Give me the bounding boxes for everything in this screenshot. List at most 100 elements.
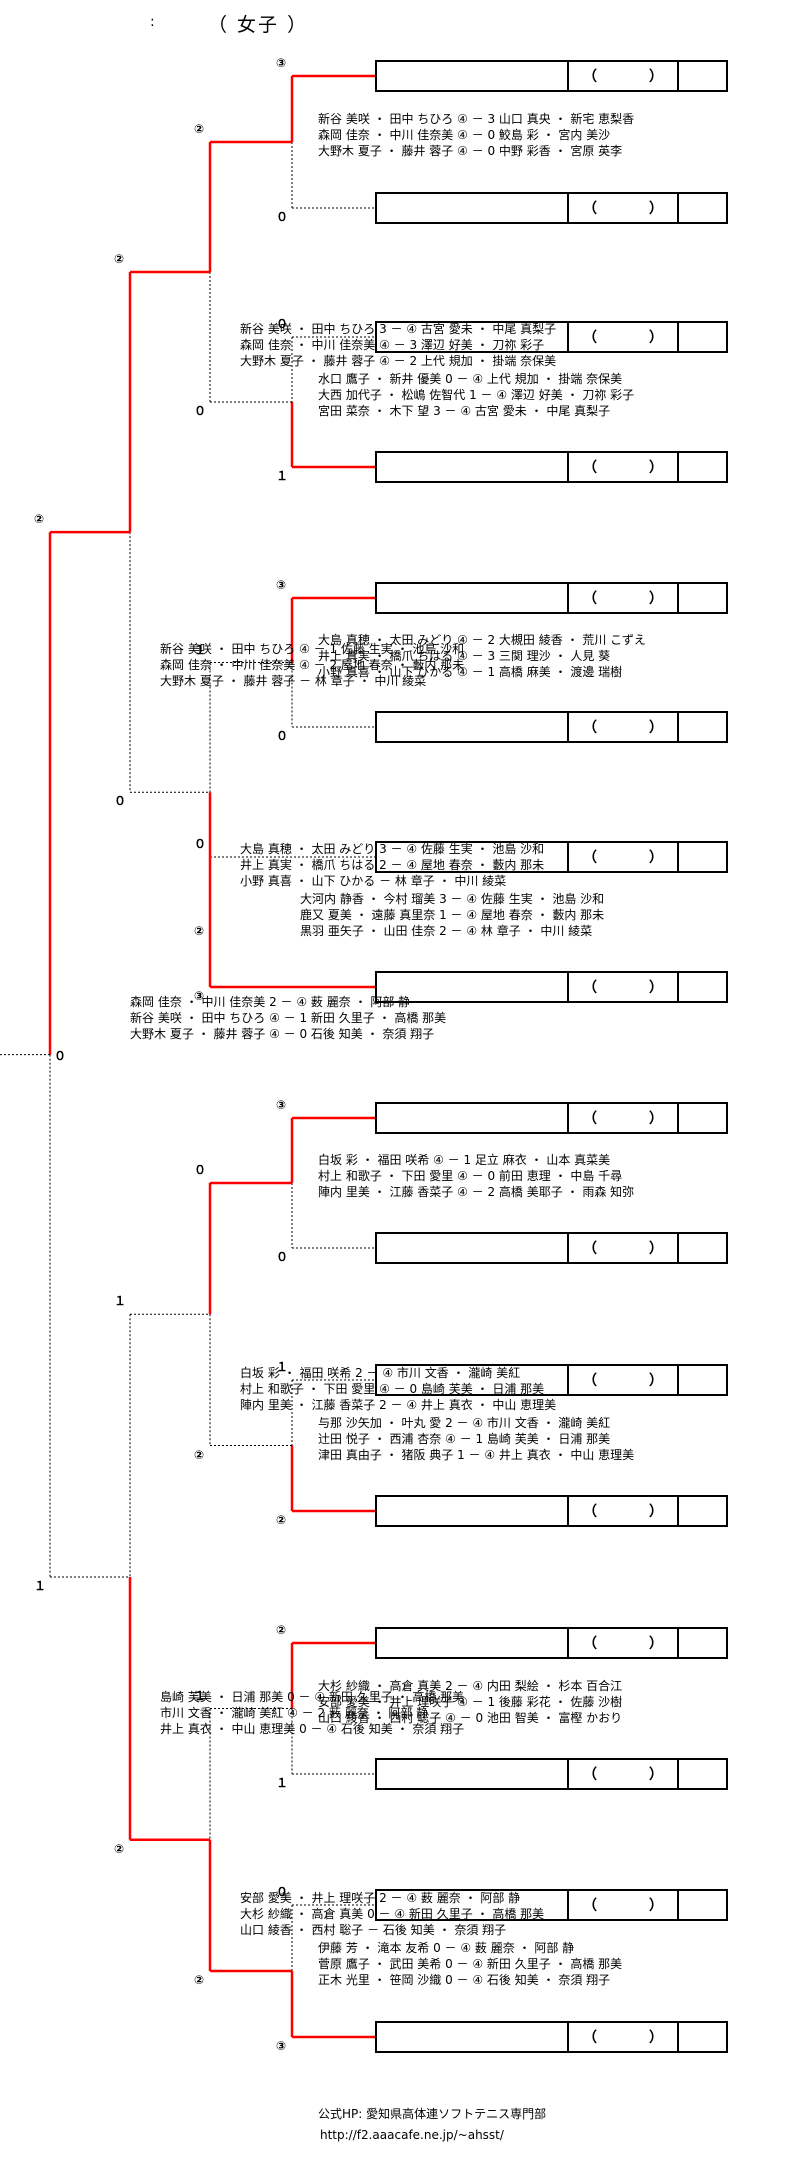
paren-open: （ <box>583 1241 597 1257</box>
team-name <box>377 973 569 1001</box>
team-box: （） <box>375 1495 728 1527</box>
score-mark: ③ <box>276 2039 287 2053</box>
team-number <box>679 2023 726 2051</box>
score-mark: １ <box>194 1688 207 1703</box>
team-name <box>377 584 569 612</box>
team-number <box>679 1760 726 1788</box>
match-result-line: 井上 真衣 ・ 中山 恵理美 0 － ④ 石後 知美 ・ 奈須 翔子 <box>160 1721 465 1736</box>
paren-close: ） <box>649 1767 663 1783</box>
team-name <box>377 1891 569 1919</box>
score-mark: ② <box>34 512 45 527</box>
team-name <box>377 2023 569 2051</box>
match-result-line: 島崎 芙美 ・ 日浦 那美 0 － ④ 新田 久里子 ・ 高橋 那美 <box>160 1689 465 1704</box>
match-result-line: 新谷 美咲 ・ 田中 ちひろ ④ － 1 佐藤 生実 ・ 池島 沙和 <box>160 642 465 657</box>
team-name <box>377 1760 569 1788</box>
team-name <box>377 1497 569 1525</box>
match-result-line: 辻田 悦子 ・ 西浦 杏奈 ④ － 1 島崎 芙美 ・ 日浦 那美 <box>318 1431 611 1446</box>
paren-open: （ <box>583 1898 597 1914</box>
team-pref: （） <box>569 62 679 90</box>
team-pref: （） <box>569 1104 679 1132</box>
match-result-line: 井上 真実 ・ 橋爪 ちはる 2 － ④ 屋地 春奈 ・ 藪内 那未 <box>240 858 545 872</box>
score-mark: ② <box>194 1447 205 1462</box>
team-name <box>377 194 569 222</box>
score-mark: ② <box>194 924 205 938</box>
score-mark: ０ <box>114 794 127 809</box>
score-mark: ０ <box>276 317 289 331</box>
score-mark: ② <box>114 252 125 266</box>
paren-open: （ <box>583 460 597 476</box>
paren-close: ） <box>649 460 663 476</box>
team-pref: （） <box>569 584 679 612</box>
score-mark: １ <box>276 469 289 483</box>
score-mark: ０ <box>54 1048 67 1063</box>
score-mark: ② <box>194 1973 205 1987</box>
paren-open: （ <box>583 591 597 607</box>
match-result-line: 大杉 紗織 ・ 高倉 真美 2 － ④ 内田 梨絵 ・ 杉本 百合江 <box>318 1678 623 1693</box>
paren-open: （ <box>583 720 597 736</box>
match-result-line: 大野木 夏子 ・ 藤井 蓉子 － 林 章子 ・ 中川 綾菜 <box>160 674 427 689</box>
team-pref: （） <box>569 2023 679 2051</box>
team-box: （） <box>375 2021 728 2053</box>
match-result-line: 森岡 佳奈 ・ 中川 佳奈美 ④ － 3 澤辺 好美 ・ 刀祢 彩子 <box>240 338 545 352</box>
match-result-line: 新谷 美咲 ・ 田中 ちひろ ④ － 3 山口 真央 ・ 新宅 恵梨香 <box>318 112 635 126</box>
match-result-line: 森岡 佳奈 ・ 中川 佳奈美 ④ － 0 鮫島 彩 ・ 宮内 美沙 <box>318 128 611 142</box>
team-pref: （） <box>569 194 679 222</box>
paren-open: （ <box>583 850 597 866</box>
paren-close: ） <box>649 1241 663 1257</box>
match-result-line: 安部 愛美 ・ 井上 理咲子 ④ － 1 後藤 彩花 ・ 佐藤 沙樹 <box>318 1694 623 1709</box>
team-name <box>377 843 569 871</box>
team-box: （） <box>375 192 728 224</box>
paren-close: ） <box>649 330 663 346</box>
team-pref: （） <box>569 843 679 871</box>
team-pref: （） <box>569 1629 679 1657</box>
paren-open: （ <box>583 980 597 996</box>
team-pref: （） <box>569 453 679 481</box>
team-number <box>679 323 726 351</box>
team-pref: （） <box>569 1366 679 1394</box>
match-result-line: 森岡 佳奈 ・ 中川 佳奈美 2 － ④ 薮 麗奈 ・ 阿部 静 <box>130 994 411 1009</box>
footer-line2[interactable]: http://f2.aaacafe.ne.jp/~ahsst/ <box>320 2128 504 2142</box>
page-title: （ 女子 ） <box>208 14 309 36</box>
team-pref: （） <box>569 713 679 741</box>
paren-close: ） <box>649 1898 663 1914</box>
score-mark: ０ <box>276 210 289 224</box>
match-result-line: 市川 文香 ・ 瀧崎 美紅 ④ － 2 薮 麗奈 ・ 阿部 静 <box>160 1705 429 1720</box>
team-number <box>679 1104 726 1132</box>
team-box: （） <box>375 1232 728 1264</box>
match-result-line: 宮田 菜奈 ・ 木下 望 3 － ④ 古宮 愛未 ・ 中尾 真梨子 <box>318 404 611 418</box>
paren-close: ） <box>649 850 663 866</box>
team-number <box>679 1497 726 1525</box>
team-number <box>679 1366 726 1394</box>
team-number <box>679 1891 726 1919</box>
score-mark: ③ <box>194 989 205 1003</box>
paren-open: （ <box>583 1373 597 1389</box>
score-mark: ０ <box>276 1250 289 1264</box>
match-result-line: 正木 光里 ・ 笹岡 沙織 0 － ④ 石後 知美 ・ 奈須 翔子 <box>318 1973 611 1987</box>
match-result-line: 大野木 夏子 ・ 藤井 蓉子 ④ － 0 石後 知美 ・ 奈須 翔子 <box>130 1026 435 1041</box>
match-result-line: 大島 真穂 ・ 太田 みどり 3 － ④ 佐藤 生実 ・ 池島 沙和 <box>240 842 545 856</box>
paren-close: ） <box>649 1636 663 1652</box>
paren-close: ） <box>649 1111 663 1127</box>
score-mark: １ <box>34 1579 47 1593</box>
score-mark: １ <box>276 1360 289 1374</box>
score-mark: ② <box>276 1513 287 1527</box>
match-result-line: 森岡 佳奈 ・ 中川 佳奈美 ④ － 2 屋地 春奈 ・ 藪内 那未 <box>160 658 465 673</box>
score-mark: ③ <box>276 1098 287 1112</box>
team-name <box>377 1104 569 1132</box>
match-result-line: 水口 鷹子 ・ 新井 優美 0 － ④ 上代 規加 ・ 掛端 奈保美 <box>318 372 623 386</box>
paren-close: ） <box>649 980 663 996</box>
match-result-line: 村上 和歌子 ・ 下田 愛里 ④ － 0 島崎 芙美 ・ 日浦 那美 <box>240 1381 545 1396</box>
score-mark: ③ <box>276 578 287 592</box>
team-box: （） <box>375 451 728 483</box>
team-name <box>377 1366 569 1394</box>
match-result-line: 大杉 紗織 ・ 高倉 真美 0 － ④ 新田 久里子 ・ 高橋 那美 <box>240 1907 545 1921</box>
match-result-line: 陣内 里美 ・ 江藤 香菜子 2 － ④ 井上 真衣 ・ 中山 恵理美 <box>240 1397 557 1412</box>
team-number <box>679 453 726 481</box>
match-result-line: 大野木 夏子 ・ 藤井 蓉子 ④ － 2 上代 規加 ・ 掛端 奈保美 <box>240 354 557 368</box>
paren-close: ） <box>649 1504 663 1520</box>
header-dot: : <box>150 14 155 30</box>
team-box: （） <box>375 321 728 353</box>
score-mark: ０ <box>194 1163 207 1177</box>
team-box: （） <box>375 711 728 743</box>
match-result-line: 津田 真由子 ・ 猪阪 典子 1 － ④ 井上 真衣 ・ 中山 恵理美 <box>318 1447 635 1462</box>
